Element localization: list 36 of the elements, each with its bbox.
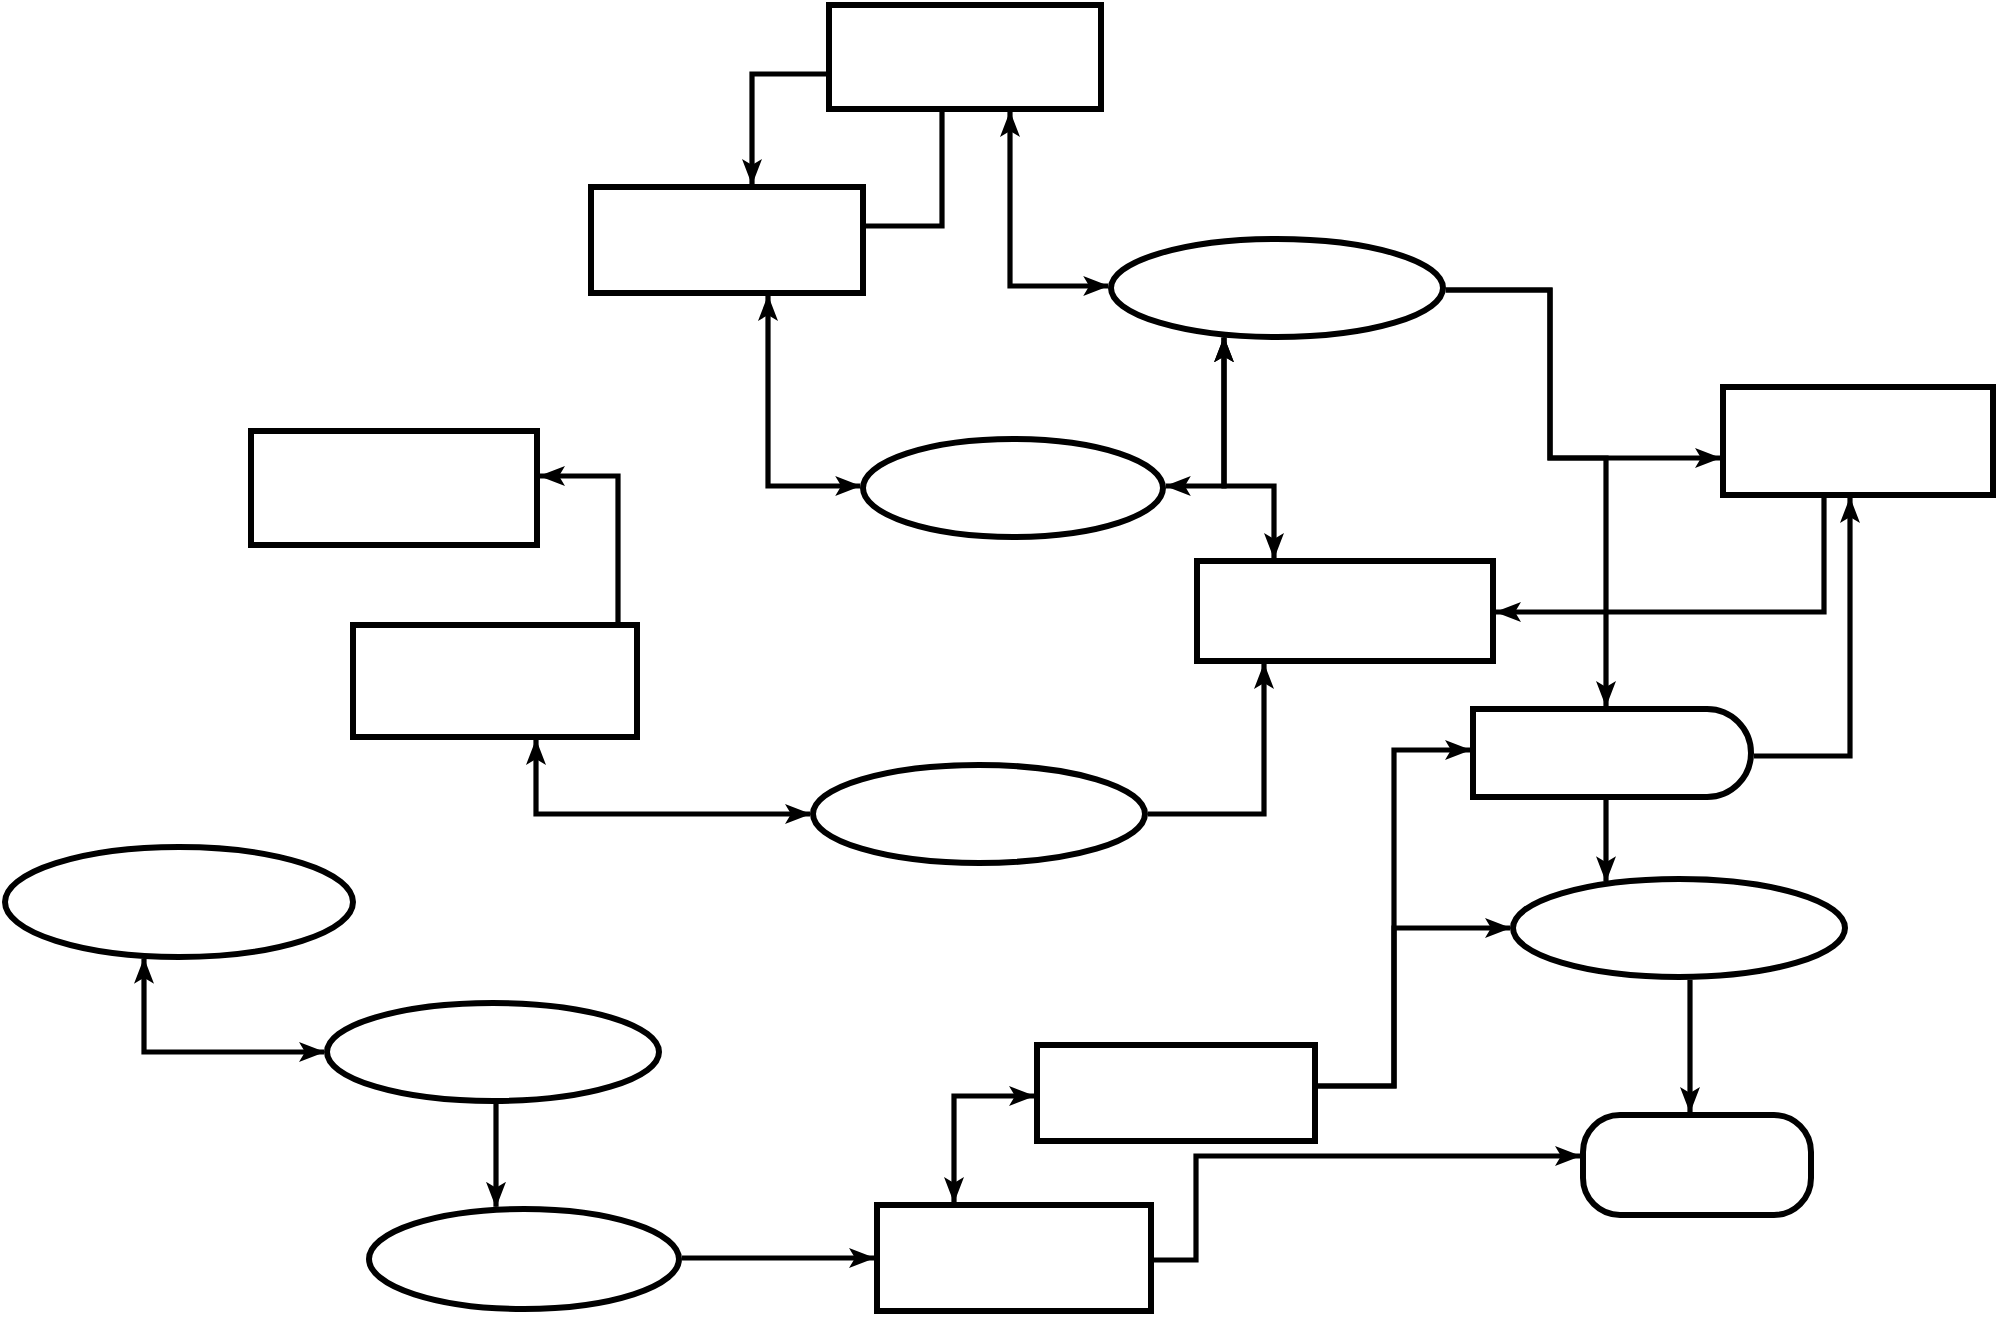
ellipse-node <box>1510 876 1848 980</box>
arrow <box>539 466 621 622</box>
arrow <box>1000 111 1110 296</box>
arrow <box>1154 1146 1581 1263</box>
ellipse-node <box>1108 236 1446 340</box>
arrow <box>1214 336 1284 559</box>
arrow <box>486 1104 506 1208</box>
process-box <box>350 622 640 740</box>
arrow <box>682 1248 875 1268</box>
process-box <box>248 428 540 548</box>
arrow <box>1318 918 1511 1089</box>
ellipse-node <box>324 1000 662 1104</box>
arrow <box>1680 979 1700 1113</box>
process-box <box>826 2 1104 112</box>
arrow <box>1495 498 1827 622</box>
ellipse-node <box>366 1206 682 1312</box>
ellipse-node <box>810 762 1148 866</box>
arrow <box>944 1086 1035 1203</box>
process-box <box>588 184 866 296</box>
arrow <box>1754 497 1860 759</box>
arrow <box>134 957 325 1062</box>
process-box <box>1194 558 1496 664</box>
connector-line <box>866 112 945 229</box>
ellipse-node <box>860 436 1166 540</box>
arrow <box>526 739 811 824</box>
arrow <box>1596 800 1616 883</box>
terminator-shape <box>1580 1112 1814 1218</box>
arrow <box>1148 663 1274 817</box>
arrow <box>758 295 862 496</box>
process-box <box>1034 1042 1318 1144</box>
arrow <box>742 71 826 185</box>
process-box <box>1720 384 1996 498</box>
ellipse-node <box>2 844 356 960</box>
arrow <box>1445 287 1616 707</box>
process-box <box>874 1202 1154 1314</box>
delay-shape <box>1470 706 1754 800</box>
